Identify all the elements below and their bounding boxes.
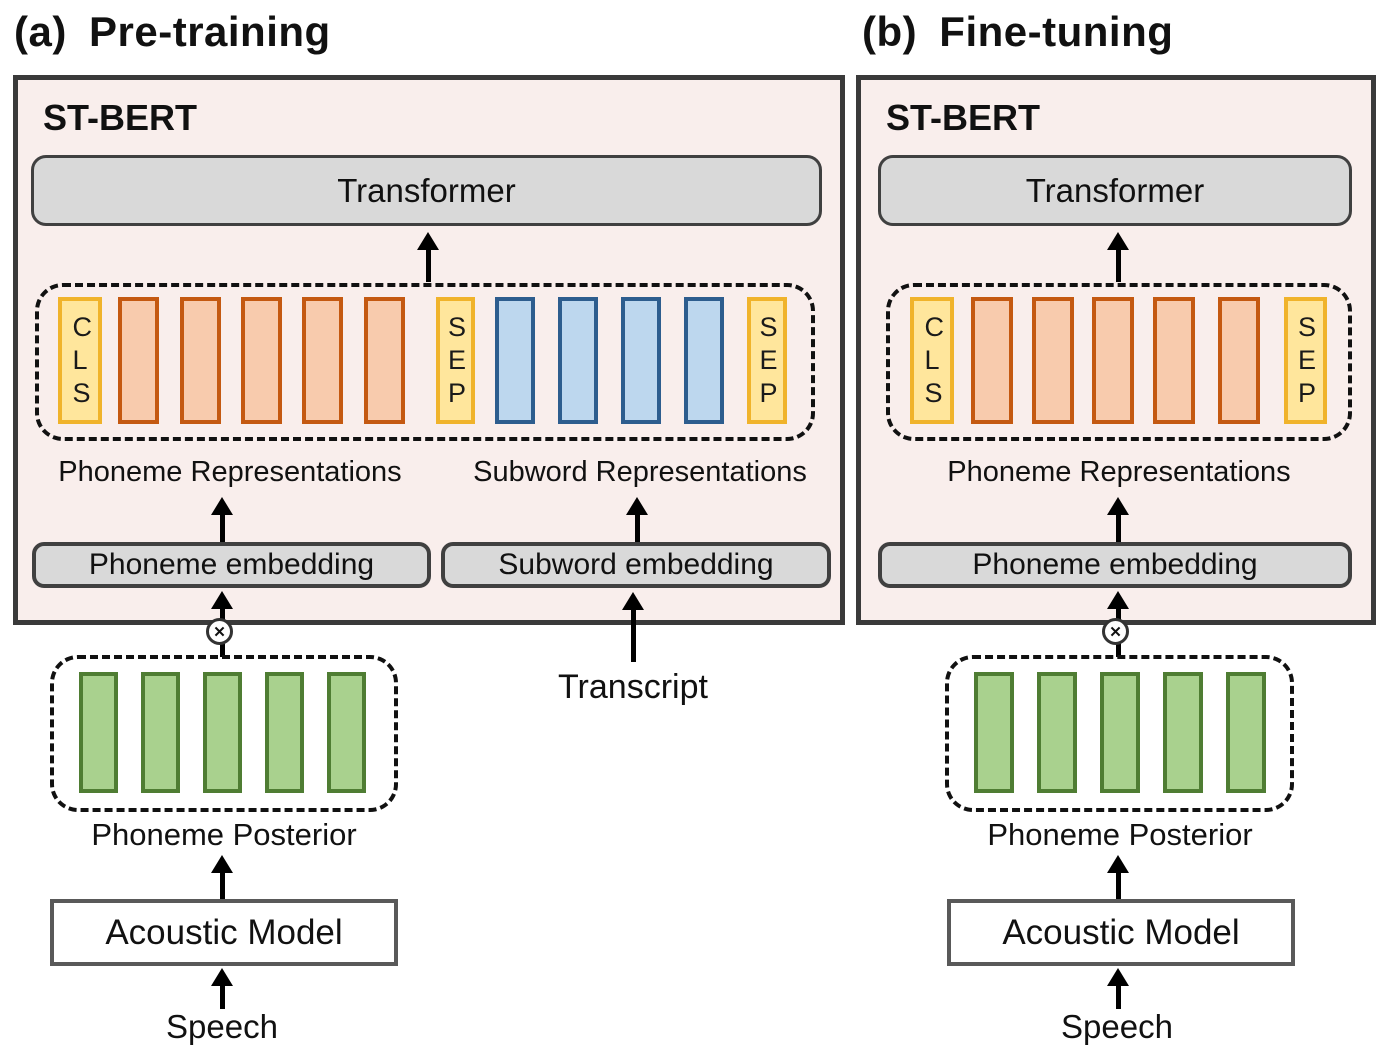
- subword-token-bar: [684, 297, 724, 424]
- phoneme-posterior-label: Phoneme Posterior: [91, 817, 357, 852]
- token-cls: CLS: [910, 297, 954, 424]
- arrow-up-icon: [1106, 232, 1130, 282]
- phoneme-representations-label: Phoneme Representations: [58, 456, 402, 488]
- phoneme-posterior-group-b: [945, 655, 1294, 812]
- phoneme-token-bar: [302, 297, 343, 424]
- sep-token-label: SEP: [447, 312, 466, 408]
- speech-label: Speech: [1061, 1008, 1173, 1045]
- arrow-up-icon: [210, 968, 234, 1009]
- phoneme-token-bar: [118, 297, 159, 424]
- arrow-up-icon: [416, 232, 440, 282]
- cls-token-label: CLS: [72, 312, 92, 408]
- arrow-up-icon: [621, 592, 645, 662]
- subword-representations-label: Subword Representations: [473, 456, 807, 488]
- token-sep: SEP: [436, 297, 475, 424]
- posterior-bar: [1163, 672, 1203, 793]
- arrow-up-icon: [625, 497, 649, 542]
- phoneme-token-bar: [971, 297, 1013, 424]
- posterior-bar: [203, 672, 242, 793]
- panel-a-title: (a) Pre-training: [14, 8, 331, 55]
- posterior-bar: [79, 672, 118, 793]
- arrow-up-icon: [1106, 855, 1130, 899]
- subword-token-bar: [621, 297, 661, 424]
- arrow-up-icon: [210, 497, 234, 542]
- subword-token-bar: [495, 297, 535, 424]
- phoneme-token-bar: [1153, 297, 1195, 424]
- phoneme-token-bar: [1092, 297, 1134, 424]
- sep-token-label: SEP: [759, 312, 778, 408]
- transcript-label: Transcript: [558, 668, 708, 706]
- token-sep: SEP: [747, 297, 787, 424]
- posterior-bar: [1037, 672, 1077, 793]
- transformer-box-a: Transformer: [31, 155, 822, 226]
- posterior-bar: [265, 672, 304, 793]
- arrow-up-icon: [1106, 497, 1130, 542]
- transformer-box-b: Transformer: [878, 155, 1352, 226]
- arrow-up-icon: [1106, 968, 1130, 1009]
- phoneme-embedding-box-a: Phoneme embedding: [32, 542, 431, 588]
- speech-label: Speech: [166, 1008, 278, 1045]
- token-sequence-group-b: [886, 283, 1352, 441]
- stbert-label-a: ST-BERT: [43, 97, 198, 138]
- panel-b-title: (b) Fine-tuning: [862, 8, 1174, 55]
- posterior-bar: [327, 672, 366, 793]
- subword-token-bar: [558, 297, 598, 424]
- token-cls: CLS: [58, 297, 102, 424]
- posterior-bar: [1100, 672, 1140, 793]
- sep-token-label: SEP: [1297, 312, 1316, 408]
- multiply-icon: ✕: [1102, 618, 1129, 645]
- phoneme-token-bar: [241, 297, 282, 424]
- arrow-up-icon: [210, 855, 234, 899]
- posterior-bar: [141, 672, 180, 793]
- phoneme-token-bar: [364, 297, 405, 424]
- cls-token-label: CLS: [924, 312, 944, 408]
- phoneme-token-bar: [1032, 297, 1074, 424]
- phoneme-embedding-box-b: Phoneme embedding: [878, 542, 1352, 588]
- phoneme-posterior-label: Phoneme Posterior: [987, 817, 1253, 852]
- phoneme-token-bar: [180, 297, 221, 424]
- phoneme-posterior-group-a: [50, 655, 398, 812]
- posterior-bar: [1226, 672, 1266, 793]
- token-sep: SEP: [1284, 297, 1327, 424]
- stbert-label-b: ST-BERT: [886, 97, 1041, 138]
- phoneme-representations-label: Phoneme Representations: [947, 456, 1291, 488]
- phoneme-token-bar: [1218, 297, 1260, 424]
- subword-embedding-box: Subword embedding: [441, 542, 831, 588]
- posterior-bar: [974, 672, 1014, 793]
- multiply-icon: ✕: [206, 618, 233, 645]
- acoustic-model-box-a: Acoustic Model: [50, 899, 398, 966]
- token-sequence-group-a: [35, 283, 815, 441]
- acoustic-model-box-b: Acoustic Model: [947, 899, 1295, 966]
